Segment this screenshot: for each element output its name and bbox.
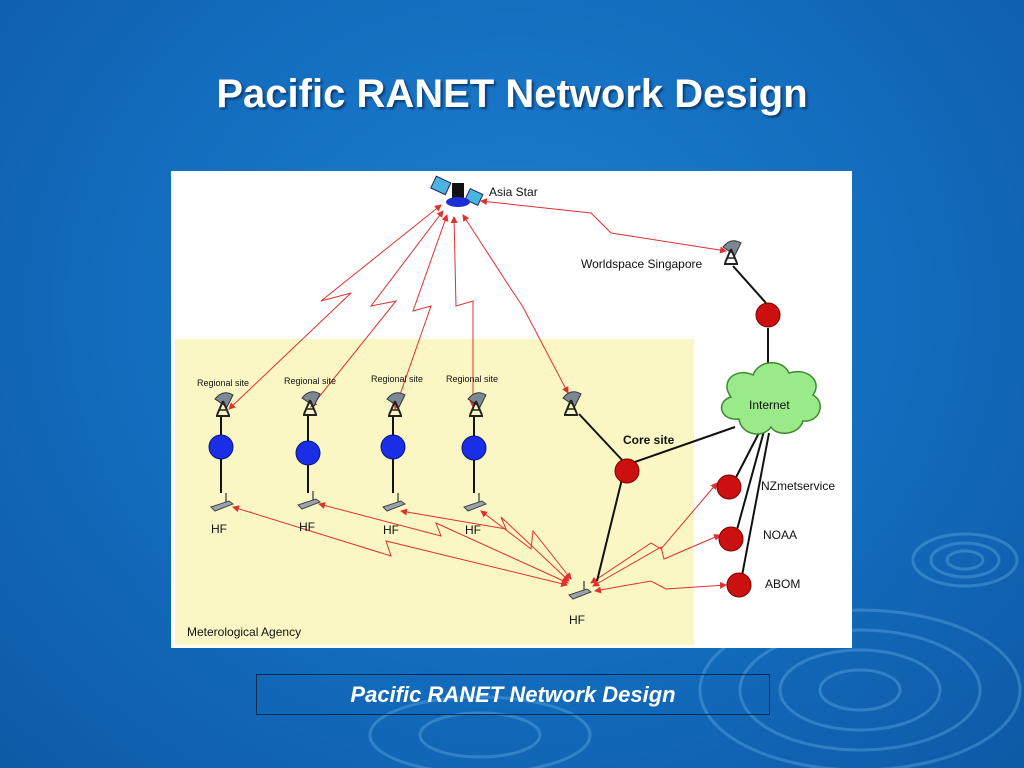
agency-label: Meterological Agency [187, 625, 301, 639]
worldspace-node [755, 302, 781, 328]
meteorological-agency-area [175, 339, 694, 645]
internet-label: Internet [749, 398, 790, 412]
core-site-label: Core site [623, 433, 675, 447]
network-diagram: Meterological Agency [171, 171, 852, 648]
satellite-links [228, 198, 727, 410]
hf-label: HF [383, 523, 399, 537]
satellite-label: Asia Star [489, 185, 538, 199]
core-hf-label: HF [569, 613, 585, 627]
regional-site-label: Regional site [197, 378, 249, 388]
worldspace-label: Worldspace Singapore [581, 257, 703, 271]
hf-label: HF [465, 523, 481, 537]
core-site-node [614, 458, 640, 484]
regional-node [461, 435, 487, 461]
hf-label: HF [211, 522, 227, 536]
wired-links [220, 265, 770, 582]
regional-site: Regional site HF [371, 374, 423, 537]
nzmetservice-label: NZmetservice [761, 479, 835, 493]
regional-site-label: Regional site [284, 376, 336, 386]
regional-node [208, 434, 234, 460]
regional-site: Regional site HF [197, 378, 249, 536]
nzmetservice-node [716, 474, 742, 500]
regional-node [380, 434, 406, 460]
noaa-label: NOAA [763, 528, 797, 542]
regional-site: Regional site HF [284, 376, 336, 534]
regional-site: Regional site HF [446, 374, 498, 537]
noaa-node [718, 526, 744, 552]
slide-title: Pacific RANET Network Design [216, 72, 808, 116]
abom-node [726, 572, 752, 598]
regional-node [295, 440, 321, 466]
hf-label: HF [299, 520, 315, 534]
regional-site-label: Regional site [446, 374, 498, 384]
satellite-icon [430, 175, 484, 207]
abom-label: ABOM [765, 577, 800, 591]
slide-caption: Pacific RANET Network Design [256, 674, 770, 715]
worldspace-dish-icon [722, 239, 742, 265]
hf-links [232, 482, 727, 594]
regional-site-label: Regional site [371, 374, 423, 384]
internet-cloud-icon [720, 362, 821, 435]
